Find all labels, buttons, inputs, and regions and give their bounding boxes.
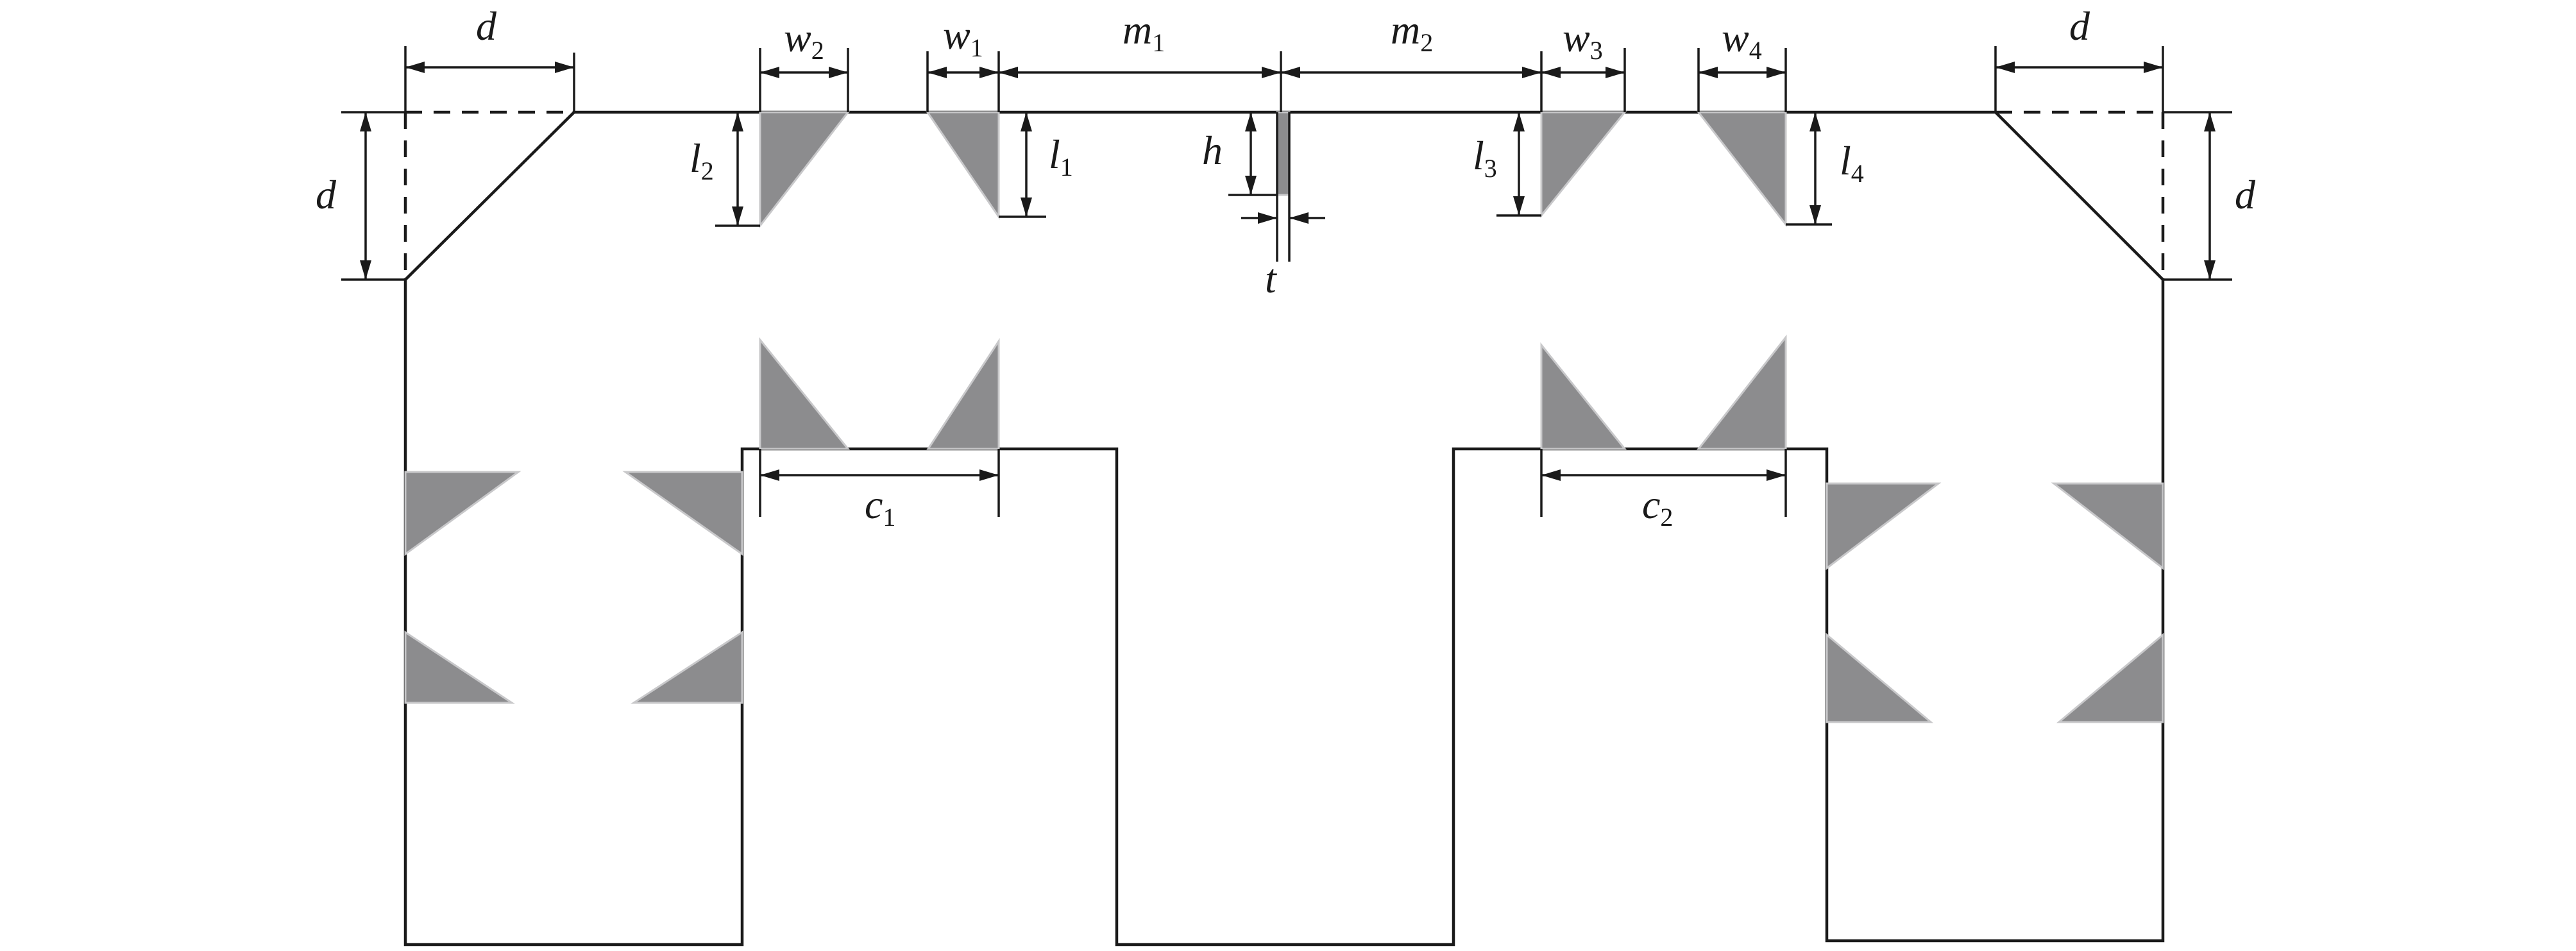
label-d-left: d [316, 172, 337, 217]
notch-c2-left [1540, 342, 1627, 450]
label-m1: m1 [1123, 7, 1165, 57]
notches [404, 111, 2164, 723]
label-l4: l4 [1840, 138, 1864, 188]
label-m2: m2 [1391, 7, 1433, 57]
conductor-outline [403, 110, 2165, 947]
notch-left-outer-lower [404, 630, 515, 704]
label-l2: l2 [690, 135, 714, 185]
label-t: t [1265, 256, 1278, 301]
label-l3: l3 [1473, 133, 1497, 183]
notch-c1-left [759, 337, 851, 450]
label-h: h [1202, 128, 1223, 173]
left-chamfer-edge [403, 110, 577, 282]
notch-w4 [1696, 111, 1787, 228]
notch-right-inner-lower [1826, 632, 1934, 723]
label-w1: w1 [943, 12, 983, 62]
notch-left-inner-lower [630, 630, 743, 704]
extension-lines [341, 46, 2232, 517]
notch-w2 [759, 111, 851, 229]
label-d-right: d [2235, 172, 2256, 217]
dimension-labels: d d w2 w1 m1 m2 w3 w4 d l2 l1 h t l3 l4 … [316, 3, 2256, 532]
notch-left-inner-upper [622, 471, 743, 556]
notch-right-outer-lower [2056, 632, 2164, 723]
dimension-arrows [360, 62, 2216, 481]
notch-w3 [1540, 111, 1627, 219]
notch-w1 [926, 111, 1000, 220]
slot-h [1276, 111, 1291, 196]
notch-c1-right [926, 337, 1000, 450]
label-w2: w2 [784, 15, 824, 65]
notch-right-outer-upper [2051, 482, 2164, 571]
label-l1: l1 [1049, 131, 1073, 181]
right-chamfer-edge [1993, 110, 2165, 282]
notch-c2-right [1696, 334, 1787, 450]
label-d-top-right: d [2069, 3, 2090, 49]
label-w4: w4 [1722, 15, 1762, 65]
label-d-top-left: d [476, 3, 497, 49]
label-w3: w3 [1563, 15, 1603, 65]
label-c2: c2 [1642, 482, 1673, 532]
outline-left-section [403, 278, 2165, 947]
label-c1: c1 [865, 482, 895, 532]
notch-right-inner-upper [1826, 482, 1942, 571]
notch-left-outer-upper [404, 471, 521, 556]
